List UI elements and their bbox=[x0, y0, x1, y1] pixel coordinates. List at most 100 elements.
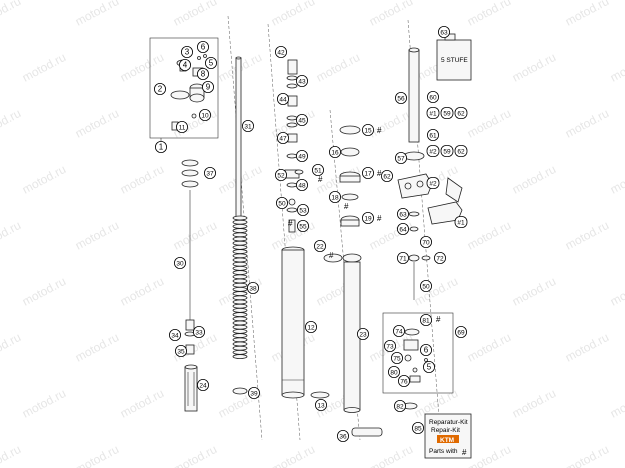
callout-number: 49 bbox=[298, 154, 306, 161]
callout-c-5b: 5 bbox=[422, 360, 435, 373]
watermark-text: motod.ru bbox=[367, 106, 415, 141]
callout-circle bbox=[192, 325, 205, 338]
watermark-text: motod.ru bbox=[465, 0, 513, 29]
callout-circle bbox=[336, 429, 349, 442]
callout-number: 8 bbox=[201, 70, 206, 79]
badge-text: 59 bbox=[443, 110, 451, 117]
callout-circle bbox=[295, 149, 308, 162]
badge-frame bbox=[440, 107, 454, 119]
watermark-text: motod.ru bbox=[608, 50, 625, 85]
ktm-logo bbox=[437, 435, 459, 443]
callout-number: 61 bbox=[429, 133, 437, 140]
callout-number: 62 bbox=[383, 174, 391, 181]
callout-c-8: 8 bbox=[196, 68, 209, 81]
callout-c-38: 38 bbox=[246, 281, 259, 294]
callout-c-50: 50 bbox=[275, 196, 288, 209]
callout-c-30: 30 bbox=[173, 256, 186, 269]
callout-circle bbox=[383, 339, 396, 352]
callout-c-69: 69 bbox=[454, 325, 467, 338]
callout-number: 85 bbox=[414, 426, 422, 433]
callout-c-47: 47 bbox=[276, 131, 289, 144]
badge-b-2c: #2 bbox=[426, 177, 440, 189]
callout-c-42: 42 bbox=[274, 46, 287, 59]
callout-number: 48 bbox=[298, 183, 306, 190]
hash-mark-layer: ######## bbox=[288, 126, 441, 324]
spring-coil bbox=[232, 349, 248, 355]
callout-c-15: 15 bbox=[361, 124, 374, 137]
spring-coil bbox=[232, 337, 248, 343]
hash-mark-h-22: # bbox=[329, 251, 334, 260]
callout-circle bbox=[392, 324, 405, 337]
watermark-text: motod.ru bbox=[412, 274, 460, 309]
callout-circle bbox=[246, 281, 259, 294]
callout-circle bbox=[419, 343, 432, 356]
badge-frame bbox=[454, 107, 468, 119]
callout-circle bbox=[241, 120, 254, 133]
watermark-text: motod.ru bbox=[465, 218, 513, 253]
callout-c-76: 76 bbox=[397, 374, 410, 387]
callout-circle bbox=[361, 124, 374, 137]
callout-circle bbox=[175, 121, 188, 134]
callout-number: 69 bbox=[457, 330, 465, 337]
watermark-text: motod.ru bbox=[73, 0, 121, 29]
callout-c-24: 24 bbox=[196, 378, 209, 391]
watermark-text: motod.ru bbox=[73, 330, 121, 365]
callout-number: 52 bbox=[277, 173, 285, 180]
spring-coil bbox=[232, 324, 248, 330]
callout-circle bbox=[419, 235, 432, 248]
callout-circle bbox=[196, 68, 209, 81]
callout-number: 6 bbox=[424, 346, 429, 355]
callout-c-37: 37 bbox=[203, 166, 216, 179]
callout-number: 70 bbox=[422, 240, 430, 247]
callout-number: 81 bbox=[422, 318, 430, 325]
spring-coil bbox=[232, 244, 248, 250]
spring-coil bbox=[232, 253, 248, 259]
spring-coil bbox=[232, 291, 248, 297]
inner-rod-spring bbox=[232, 56, 248, 395]
callout-circle bbox=[394, 92, 407, 105]
spring-coil bbox=[232, 312, 248, 318]
callout-number: 45 bbox=[298, 118, 306, 125]
callout-circle bbox=[356, 327, 369, 340]
callout-circle bbox=[454, 325, 467, 338]
callout-circle bbox=[426, 128, 439, 141]
watermark-text: motod.ru bbox=[73, 106, 121, 141]
callout-number: 38 bbox=[249, 286, 257, 293]
badge-b-62a: 62 bbox=[454, 107, 468, 119]
callout-number: 16 bbox=[331, 150, 339, 157]
callout-circle bbox=[275, 196, 288, 209]
spring-coil bbox=[232, 278, 248, 284]
watermark-text: motod.ru bbox=[510, 50, 558, 85]
badge-b-1c: #1 bbox=[454, 216, 468, 228]
callout-circle bbox=[419, 313, 432, 326]
callout-c-6: 6 bbox=[196, 41, 209, 54]
watermark-text: motod.ru bbox=[0, 218, 23, 253]
badge-text: 62 bbox=[457, 110, 465, 117]
hash-mark-h-17: # bbox=[377, 169, 382, 178]
callout-c-9: 9 bbox=[201, 81, 214, 94]
hash-mark-h-19: # bbox=[377, 214, 382, 223]
callout-c-70: 70 bbox=[419, 235, 432, 248]
watermark-text: motod.ru bbox=[465, 330, 513, 365]
callout-number: 2 bbox=[158, 85, 163, 94]
badge-b-2a: #2 bbox=[426, 145, 440, 157]
badge-frame bbox=[426, 145, 440, 157]
callout-number: 75 bbox=[393, 356, 401, 363]
spring-coil bbox=[232, 316, 248, 322]
callout-c-51: 51 bbox=[311, 163, 324, 176]
badge-text: #1 bbox=[429, 110, 437, 117]
spring-coil bbox=[232, 286, 248, 292]
hash-mark-h-55: # bbox=[288, 219, 293, 228]
watermark-text: motod.ru bbox=[563, 218, 611, 253]
callout-circle bbox=[411, 421, 424, 434]
callout-circle bbox=[201, 81, 214, 94]
callout-number: 73 bbox=[386, 344, 394, 351]
callout-number: 3 bbox=[185, 48, 190, 57]
callout-number: 18 bbox=[331, 195, 339, 202]
callout-circle bbox=[178, 59, 191, 72]
callout-number: 10 bbox=[201, 113, 209, 120]
callout-c-18: 18 bbox=[328, 190, 341, 203]
